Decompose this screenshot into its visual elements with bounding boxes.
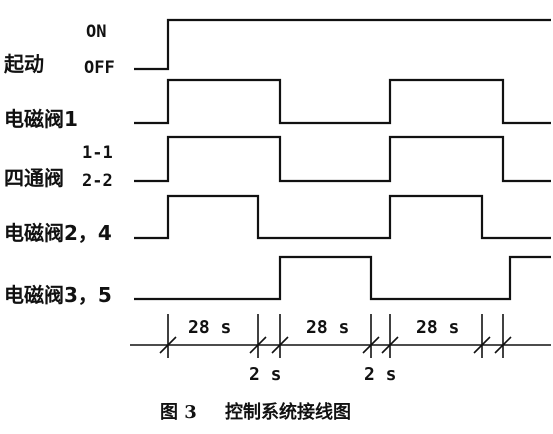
fourway-valve-waveform [134, 135, 551, 183]
valve1-signal-label: 电磁阀1 [4, 107, 78, 131]
slash-t0 [159, 336, 177, 354]
slash-t5 [473, 336, 491, 354]
duration-2s-label-1: 2 s [249, 364, 282, 385]
valve1-waveform [134, 78, 551, 125]
valve35-waveform [134, 255, 551, 301]
start-waveform [134, 18, 551, 71]
duration-28s-label-2: 28 s [306, 317, 349, 338]
fourway-state-2-label: 2-2 [82, 171, 113, 191]
figure-number: 图 3 [160, 402, 197, 423]
slash-t6 [494, 336, 512, 354]
slash-t2 [271, 336, 289, 354]
fourway-valve-signal-label: 四通阀 [4, 166, 64, 190]
duration-2s-label-2: 2 s [364, 364, 397, 385]
valve35-signal-label: 电磁阀3，5 [4, 283, 112, 307]
start-on-label: ON [86, 22, 106, 42]
valve24-signal-label: 电磁阀2，4 [4, 221, 112, 245]
slash-t4 [381, 336, 399, 354]
start-off-label: OFF [84, 58, 115, 78]
duration-28s-label-1: 28 s [188, 317, 231, 338]
slash-t1 [249, 336, 267, 354]
duration-28s-label-3: 28 s [416, 317, 459, 338]
valve24-waveform [134, 194, 551, 240]
figure-caption-title: 控制系统接线图 [225, 401, 351, 423]
fourway-state-1-label: 1-1 [82, 143, 113, 163]
start-signal-label: 起动 [3, 52, 44, 76]
slash-t3 [362, 336, 380, 354]
